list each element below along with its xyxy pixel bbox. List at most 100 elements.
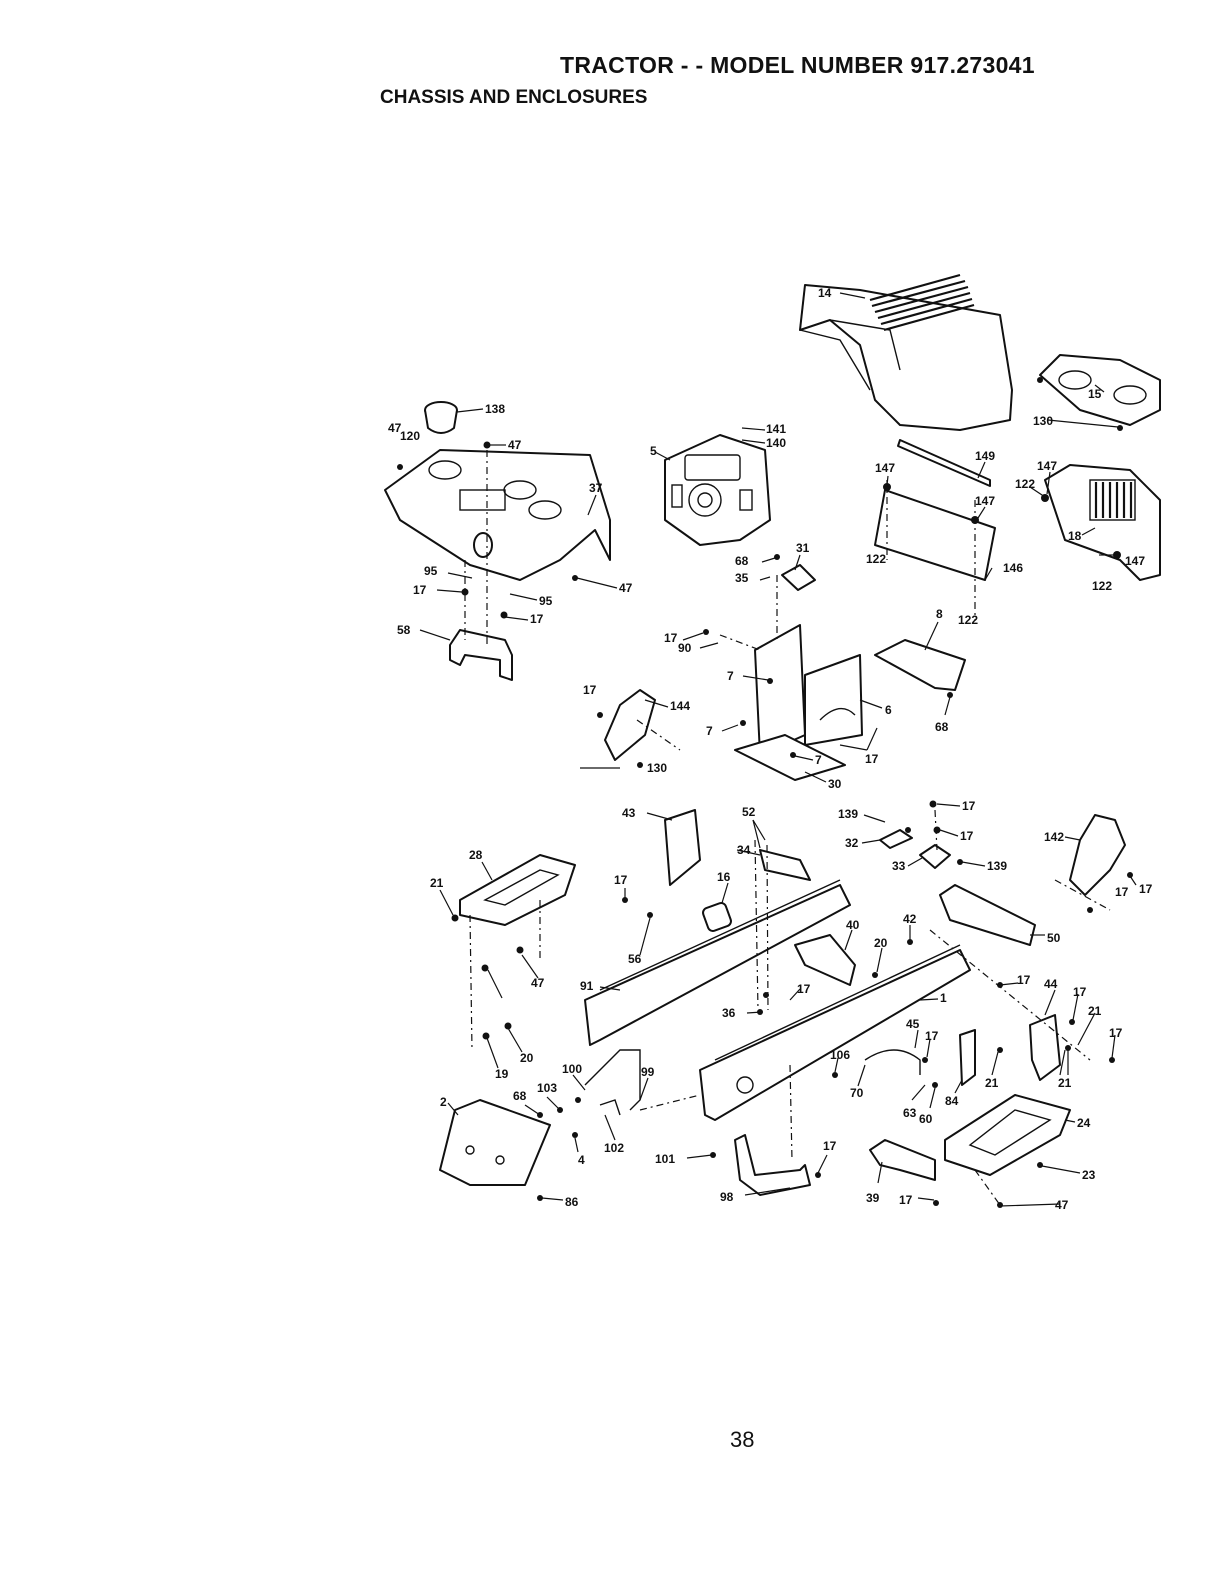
page-title: TRACTOR - - MODEL NUMBER 917.273041 [560, 52, 1035, 78]
callout-label: 99 [641, 1065, 655, 1079]
callout-label: 122 [958, 613, 978, 627]
callout-label: 36 [722, 1006, 736, 1020]
callout-label: 84 [945, 1094, 959, 1108]
callout-label: 23 [1082, 1168, 1096, 1182]
callout-label: 68 [935, 720, 949, 734]
callout-label: 47 [1055, 1198, 1069, 1212]
callout-label: 7 [727, 669, 734, 683]
right-support-bracket-part [1069, 814, 1126, 896]
callout-label: 1 [940, 991, 947, 1005]
callout-label: 100 [562, 1062, 582, 1076]
bracket-33-part [919, 844, 951, 869]
callout-label: 63 [903, 1106, 917, 1120]
callout-label: 17 [797, 982, 811, 996]
callout-label: 56 [628, 952, 642, 966]
callout-label: 120 [400, 429, 420, 443]
section-subtitle: CHASSIS AND ENCLOSURES [380, 87, 648, 108]
bracket-31-part [781, 564, 816, 591]
callout-label: 147 [875, 461, 895, 475]
callout-label: 142 [1044, 830, 1064, 844]
mounting-plate-part [874, 639, 966, 691]
callout-label: 17 [583, 683, 597, 697]
callout-label: 45 [906, 1017, 920, 1031]
callout-label: 21 [985, 1076, 999, 1090]
right-frame-rail-part [699, 944, 971, 1121]
callout-label: 138 [485, 402, 505, 416]
callout-label: 47 [388, 421, 402, 435]
callout-label: 17 [823, 1139, 837, 1153]
callout-label: 17 [925, 1029, 939, 1043]
callout-label: 98 [720, 1190, 734, 1204]
callout-label: 17 [530, 612, 544, 626]
callout-label: 44 [1044, 977, 1058, 991]
callout-label: 43 [622, 806, 636, 820]
callout-label: 139 [987, 859, 1007, 873]
callout-label: 39 [866, 1191, 880, 1205]
callout-label: 50 [1047, 931, 1061, 945]
callout-labels: 14 141 140 138 47 120 47 5 37 147 149 14… [388, 286, 1153, 1212]
dash-support-part [754, 624, 863, 756]
callout-label: 15 [1088, 387, 1102, 401]
left-footrest-part [459, 854, 576, 926]
callout-label: 17 [865, 752, 879, 766]
callout-label: 60 [919, 1112, 933, 1126]
callout-label: 31 [796, 541, 810, 555]
callout-label: 47 [531, 976, 545, 990]
leader-lines [419, 292, 1137, 1207]
right-footrest-part [944, 1094, 1071, 1176]
callout-label: 144 [670, 699, 690, 713]
callout-label: 122 [1015, 477, 1035, 491]
callout-label: 139 [838, 807, 858, 821]
callout-label: 103 [537, 1081, 557, 1095]
callout-label: 17 [899, 1193, 913, 1207]
callout-label: 6 [885, 703, 892, 717]
callout-label: 141 [766, 422, 786, 436]
callout-label: 19 [495, 1067, 509, 1081]
callout-label: 102 [604, 1141, 624, 1155]
callout-label: 91 [580, 979, 594, 993]
callout-label: 35 [735, 571, 749, 585]
callout-label: 24 [1077, 1116, 1091, 1130]
callout-label: 17 [962, 799, 976, 813]
callout-label: 18 [1068, 529, 1082, 543]
callout-label: 30 [828, 777, 842, 791]
callout-label: 17 [413, 583, 427, 597]
left-support-bracket-part [604, 689, 656, 761]
bracket-43-part [664, 809, 701, 886]
shield-98-part [734, 1134, 811, 1196]
callout-label: 2 [440, 1095, 447, 1109]
callout-label: 8 [936, 607, 943, 621]
hood-bezel-part [1039, 354, 1161, 426]
callout-label: 37 [589, 481, 603, 495]
callout-label: 90 [678, 641, 692, 655]
callout-label: 7 [815, 753, 822, 767]
seat-bracket-part [449, 629, 513, 681]
callout-label: 20 [520, 1051, 534, 1065]
callout-label: 122 [1092, 579, 1112, 593]
grommet-16-part [702, 902, 732, 932]
callout-label: 17 [1017, 973, 1031, 987]
callout-label: 70 [850, 1086, 864, 1100]
callout-label: 7 [706, 724, 713, 738]
cup-holder-part [424, 401, 458, 434]
callout-label: 47 [508, 438, 522, 452]
callout-label: 101 [655, 1152, 675, 1166]
callout-label: 17 [1073, 985, 1087, 999]
front-axle-plate-part [939, 884, 1036, 946]
callout-label: 17 [614, 873, 628, 887]
callout-label: 147 [1037, 459, 1057, 473]
callout-label: 130 [1033, 414, 1053, 428]
bracket-40-part [794, 934, 856, 986]
callout-label: 20 [874, 936, 888, 950]
callout-label: 14 [818, 286, 832, 300]
callout-label: 147 [1125, 554, 1145, 568]
callout-label: 149 [975, 449, 995, 463]
callout-label: 5 [650, 444, 657, 458]
dash-strip-part [897, 439, 991, 487]
callout-label: 47 [619, 581, 633, 595]
callout-label: 34 [737, 843, 751, 857]
plate-2-part [439, 1099, 551, 1186]
callout-label: 147 [975, 494, 995, 508]
callout-label: 95 [539, 594, 553, 608]
